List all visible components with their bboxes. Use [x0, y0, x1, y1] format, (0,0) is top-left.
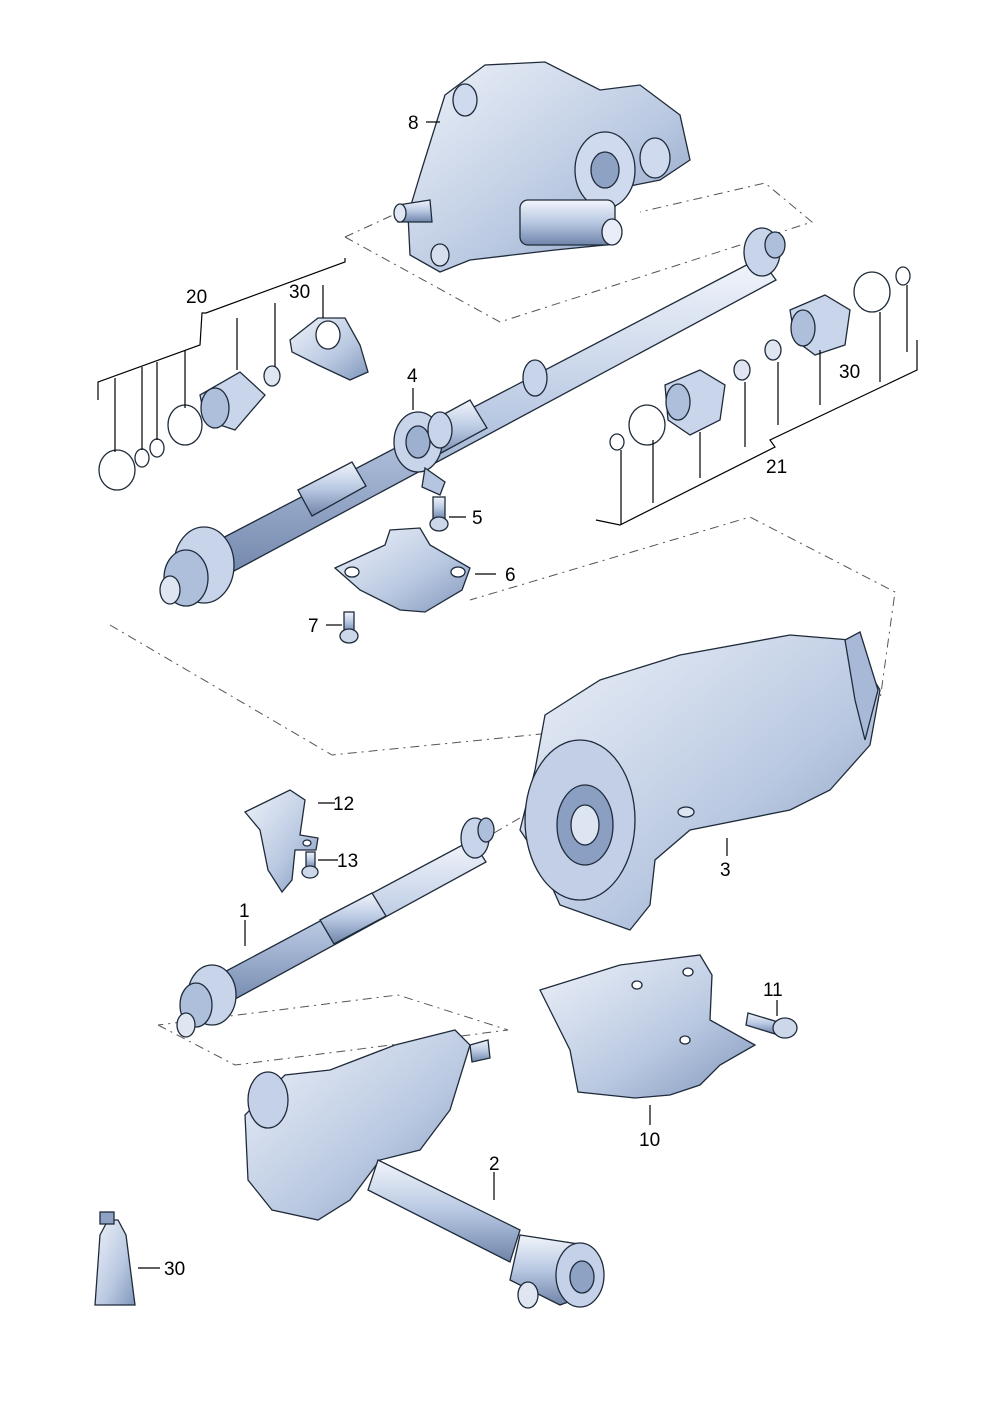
grease-tube-30-part [94, 1211, 136, 1306]
callout-label-10: 10 [639, 1130, 660, 1151]
callout-label-4: 4 [407, 366, 418, 387]
bolt-13-part [301, 851, 319, 879]
guide-line-rear-diff-frame [344, 182, 814, 323]
callout-label-20: 20 [186, 287, 207, 308]
heat-shield-10-part [539, 954, 757, 1099]
bolt-5-part [429, 496, 449, 532]
guide-line-transfer-front [493, 814, 526, 834]
callout-label-21: 21 [766, 457, 787, 478]
transfer-case-part [519, 631, 881, 931]
cv-joint-boot-kit-right [609, 266, 911, 451]
callout-label-12: 12 [333, 794, 354, 815]
callout-label-6: 6 [505, 565, 516, 586]
callout-label-13: 13 [337, 851, 358, 872]
callout-label-5: 5 [472, 508, 483, 529]
bolt-7-part [339, 611, 359, 644]
shield-bracket-12-part [243, 789, 319, 894]
callout-label-3: 3 [720, 860, 731, 881]
callout-label-7: 7 [308, 616, 319, 637]
callout-label-1: 1 [239, 901, 250, 922]
callout-label-30-top-left: 30 [289, 282, 310, 303]
callout-label-30-bottom: 30 [164, 1259, 185, 1280]
front-differential-part [244, 1029, 605, 1309]
rear-differential-part [393, 61, 691, 273]
bolt-11-part [745, 1012, 798, 1039]
guide-line-rear-diff [344, 214, 394, 238]
bracket-6-part [333, 527, 471, 613]
callout-label-30-top-right: 30 [839, 362, 860, 383]
cv-joint-boot-kit-left [98, 317, 369, 491]
guide-line-transfer-case [109, 516, 896, 756]
propshaft-rear-part [159, 227, 786, 607]
propshaft-front-part [176, 817, 495, 1038]
callout-label-8: 8 [408, 113, 419, 134]
callout-lines [97, 121, 918, 1269]
guide-line-front-shaft [157, 994, 509, 1066]
callout-label-11: 11 [763, 980, 783, 1001]
callout-label-2: 2 [489, 1154, 500, 1175]
